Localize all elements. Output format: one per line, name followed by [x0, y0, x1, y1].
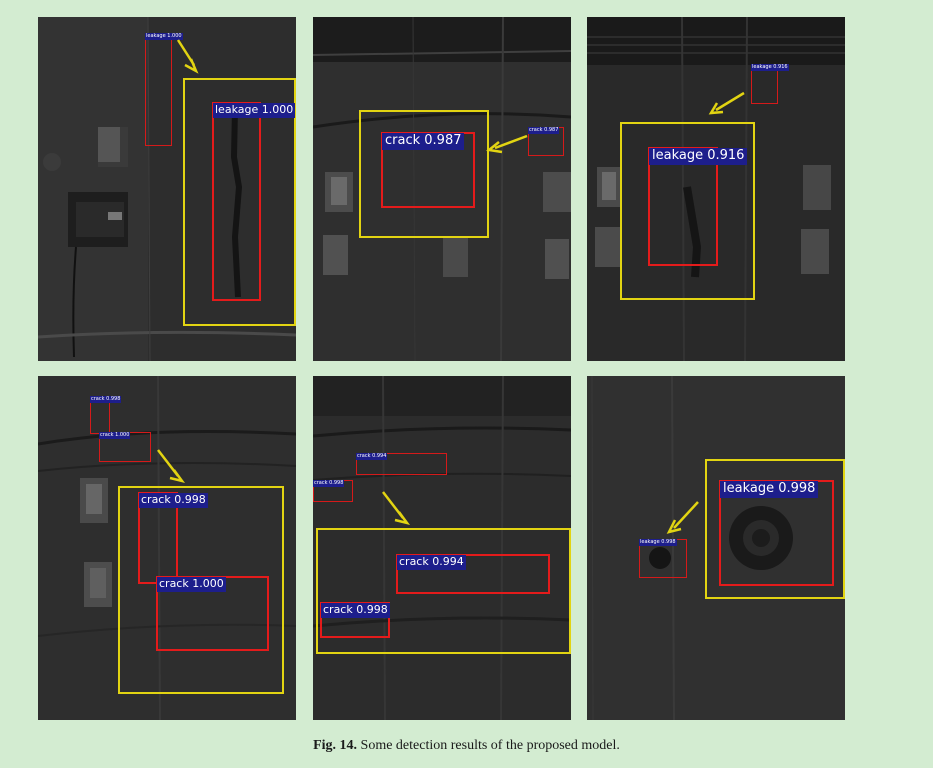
detection-label-large: leakage 1.000 [213, 103, 296, 118]
detection-label: leakage 0.916 [751, 64, 789, 71]
zoom-arrow-icon [157, 449, 186, 484]
detection-label: crack 0.998 [90, 396, 122, 403]
detection-panel-3: leakage 0.916 leakage 0.916 [587, 17, 845, 361]
detection-panel-5: crack 0.994 crack 0.998 crack 0.994 crac… [313, 376, 571, 720]
small-detection-box-2: crack 0.998 [313, 480, 353, 502]
large-detection-box: leakage 0.998 [719, 480, 834, 586]
detection-label: crack 0.987 [528, 127, 560, 134]
zoom-box: leakage 0.916 [620, 122, 755, 300]
detection-panel-1: leakage 1.000 leakage 1.000 [38, 17, 296, 361]
caption-label: Fig. 14. [313, 738, 358, 753]
detection-panel-2: crack 0.987 crack 0.987 [313, 17, 571, 361]
detection-label: leakage 0.998 [639, 539, 677, 546]
zoom-arrow-icon [176, 39, 199, 74]
detection-label-large: crack 0.998 [321, 603, 390, 618]
zoom-box: leakage 1.000 [183, 78, 296, 326]
large-detection-box: leakage 1.000 [212, 102, 296, 301]
small-detection-box: leakage 0.916 [751, 64, 789, 104]
large-detection-box-2: crack 0.998 [320, 602, 390, 638]
detection-label: leakage 1.000 [145, 33, 183, 40]
zoom-box: leakage 0.998 [705, 459, 845, 599]
small-detection-box-1: crack 0.998 [90, 396, 122, 434]
small-detection-box: crack 0.987 [528, 127, 564, 156]
large-detection-box-1: crack 0.994 [396, 554, 550, 594]
large-detection-box-2: crack 1.000 [156, 576, 269, 651]
small-detection-box-1: crack 0.994 [356, 453, 447, 475]
large-detection-box: crack 0.987 [381, 132, 475, 208]
detection-label-large: crack 1.000 [157, 577, 226, 592]
small-detection-box-2: crack 1.000 [99, 432, 151, 462]
detection-label: crack 0.998 [313, 480, 345, 487]
zoom-arrow-icon [382, 491, 411, 526]
detection-label-large: crack 0.994 [397, 555, 466, 570]
tunnel-wall-image [313, 17, 571, 361]
large-detection-box: leakage 0.916 [648, 147, 748, 266]
zoom-box: crack 0.994 crack 0.998 [316, 528, 571, 654]
detection-label-large: crack 0.987 [382, 133, 465, 150]
tunnel-wall-image [38, 376, 296, 720]
small-detection-box: leakage 1.000 [145, 33, 183, 146]
tunnel-wall-image [313, 376, 571, 720]
caption-text: Some detection results of the proposed m… [360, 738, 620, 753]
detection-label: crack 0.994 [356, 453, 388, 460]
detection-label-large: leakage 0.998 [720, 481, 819, 498]
zoom-box: crack 0.998 crack 1.000 [118, 486, 284, 694]
zoom-box: crack 0.987 [359, 110, 489, 238]
small-detection-box: leakage 0.998 [639, 539, 687, 578]
zoom-arrow-icon [485, 134, 528, 154]
detection-label: crack 1.000 [99, 432, 131, 439]
figure-caption: Fig. 14. Some detection results of the p… [0, 738, 933, 754]
detection-panel-6: leakage 0.998 leakage 0.998 [587, 376, 845, 720]
zoom-arrow-icon [666, 501, 699, 534]
large-detection-box-1: crack 0.998 [138, 492, 208, 584]
detection-label-large: leakage 0.916 [649, 148, 748, 165]
tunnel-wall-image [587, 376, 845, 720]
zoom-arrow-icon [708, 91, 745, 115]
detection-label-large: crack 0.998 [139, 493, 208, 508]
detection-panel-4: crack 0.998 crack 1.000 crack 0.998 crac… [38, 376, 296, 720]
tunnel-wall-image [38, 17, 296, 361]
